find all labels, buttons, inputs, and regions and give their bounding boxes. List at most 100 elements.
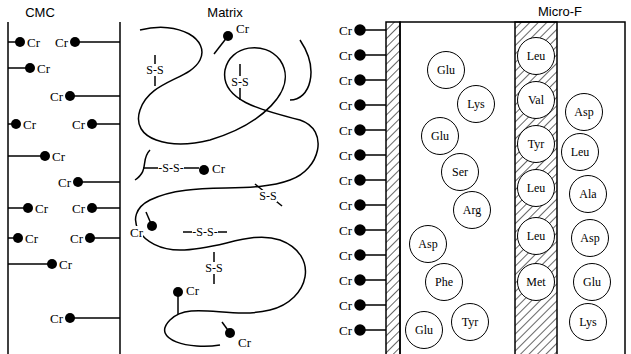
amino-acid-circle: Leu <box>517 37 555 75</box>
amino-acid-circle: Asp <box>409 225 447 263</box>
bond-line <box>365 229 386 231</box>
disulfide-label: S-S <box>231 76 248 88</box>
amino-acid-name: Asp <box>418 237 437 252</box>
bond-line <box>365 179 386 181</box>
chromium-label: Cr <box>238 336 251 349</box>
disulfide-label: S-S <box>146 64 163 76</box>
amino-acid-circle: Ala <box>569 175 607 213</box>
amino-acid-circle: Lys <box>457 85 495 123</box>
amino-acid-circle: Ser <box>441 153 479 191</box>
chromium-label: Cr <box>52 150 65 163</box>
bond-line <box>365 129 386 131</box>
chromium-label: Cr <box>55 36 68 49</box>
amino-acid-name: Ala <box>579 187 596 202</box>
amino-acid-circle: Phe <box>425 263 463 301</box>
amino-acid-name: Leu <box>527 181 546 196</box>
bond-line <box>365 29 386 31</box>
chromium-dot <box>355 50 365 60</box>
disulfide-label: -S-S- <box>192 226 217 238</box>
amino-acid-name: Met <box>526 275 545 290</box>
amino-acid-circle: Leu <box>561 133 599 171</box>
amino-acid-name: Glu <box>437 63 455 78</box>
amino-acid-name: Glu <box>415 323 433 338</box>
chromium-label: Cr <box>339 99 352 112</box>
bond-line <box>365 304 386 306</box>
chromium-label: Cr <box>339 124 352 137</box>
amino-acid-circle: Tyr <box>517 125 555 163</box>
chromium-label: Cr <box>37 62 50 75</box>
chromium-dot <box>355 250 365 260</box>
amino-acid-name: Asp <box>580 231 599 246</box>
chromium-dot <box>355 300 365 310</box>
chromium-dot <box>355 275 365 285</box>
chromium-label: Cr <box>72 202 85 215</box>
chromium-label: Cr <box>339 299 352 312</box>
chromium-label: Cr <box>339 274 352 287</box>
bond-line <box>365 329 386 331</box>
chromium-label: Cr <box>130 226 143 239</box>
disulfide-label: S-S <box>205 262 222 274</box>
amino-acid-circle: Arg <box>453 191 491 229</box>
disulfide-label: S-S <box>259 190 276 202</box>
chromium-label: Cr <box>27 36 40 49</box>
amino-acid-name: Arg <box>463 203 481 218</box>
amino-acid-circle: Glu <box>573 263 611 301</box>
chromium-label: Cr <box>236 22 249 35</box>
chromium-label: Cr <box>35 202 48 215</box>
amino-acid-name: Tyr <box>528 137 545 152</box>
chromium-dot <box>355 150 365 160</box>
amino-acid-circle: Asp <box>565 93 603 131</box>
amino-acid-circle: Glu <box>421 117 459 155</box>
disulfide-label: -S-S- <box>158 162 183 174</box>
amino-acid-name: Val <box>528 93 544 108</box>
bond-line <box>365 104 386 106</box>
chromium-dot <box>355 75 365 85</box>
chromium-label: Cr <box>339 49 352 62</box>
chromium-label: Cr <box>339 174 352 187</box>
amino-acid-circle: Tyr <box>451 303 489 341</box>
bond-line <box>365 204 386 206</box>
bond-line <box>365 279 386 281</box>
chromium-label: Cr <box>339 199 352 212</box>
panel-title: Matrix <box>207 6 242 19</box>
chromium-label: Cr <box>339 249 352 262</box>
chromium-label: Cr <box>212 162 225 175</box>
chromium-dot <box>355 175 365 185</box>
chromium-dot <box>355 200 365 210</box>
chromium-label: Cr <box>23 118 36 131</box>
amino-acid-circle: Leu <box>517 217 555 255</box>
chromium-dot <box>355 325 365 335</box>
amino-acid-name: Ser <box>452 165 468 180</box>
amino-acid-circle: Leu <box>517 169 555 207</box>
chromium-label: Cr <box>25 232 38 245</box>
panel-title: Micro-F <box>538 5 582 18</box>
amino-acid-name: Phe <box>435 275 453 290</box>
amino-acid-name: Leu <box>527 49 546 64</box>
chromium-label: Cr <box>59 258 72 271</box>
amino-acid-circle: Val <box>517 81 555 119</box>
chromium-label: Cr <box>50 312 63 325</box>
amino-acid-name: Leu <box>571 145 590 160</box>
amino-acid-name: Glu <box>431 129 449 144</box>
amino-acid-name: Lys <box>467 97 484 112</box>
bond-line <box>365 79 386 81</box>
chromium-dot <box>355 25 365 35</box>
chromium-label: Cr <box>50 90 63 103</box>
chromium-dot <box>355 225 365 235</box>
amino-acid-name: Tyr <box>462 315 479 330</box>
amino-acid-name: Lys <box>579 315 596 330</box>
amino-acid-name: Glu <box>583 275 601 290</box>
panel-title: CMC <box>25 6 55 19</box>
bond-line <box>365 54 386 56</box>
chromium-label: Cr <box>339 24 352 37</box>
chromium-dot <box>355 100 365 110</box>
amino-acid-circle: Glu <box>427 51 465 89</box>
chromium-label: Cr <box>70 232 83 245</box>
chromium-label: Cr <box>186 284 199 297</box>
chromium-label: Cr <box>72 118 85 131</box>
amino-acid-name: Asp <box>574 105 593 120</box>
amino-acid-name: Leu <box>527 229 546 244</box>
amino-acid-circle: Glu <box>405 311 443 349</box>
chromium-label: Cr <box>339 224 352 237</box>
